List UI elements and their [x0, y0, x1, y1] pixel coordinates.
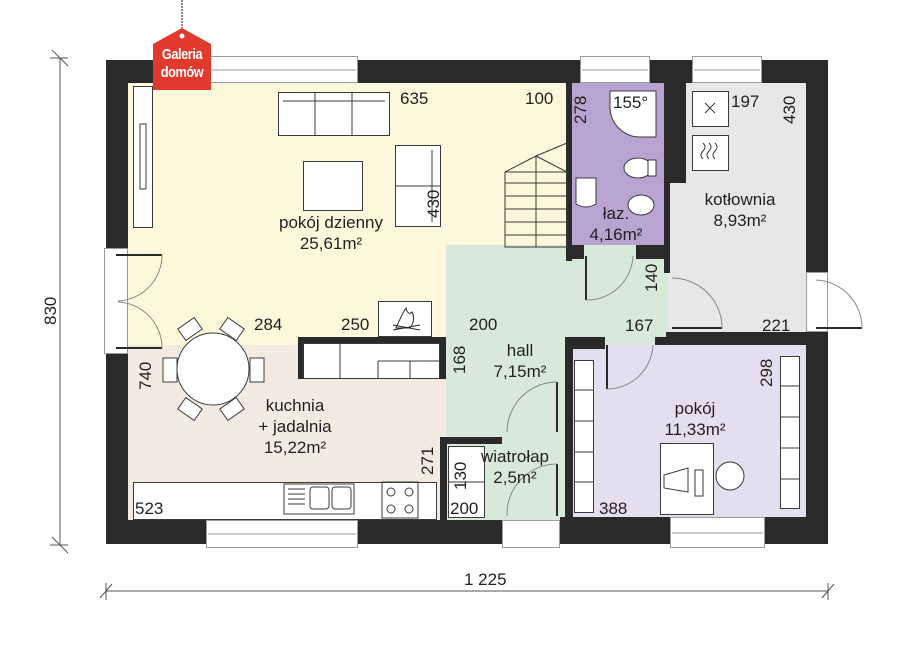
- room-boiler: [668, 83, 806, 340]
- wall-bottom-right2: [560, 517, 670, 544]
- fireplace: [378, 301, 432, 337]
- wall-vest-top: [440, 437, 502, 444]
- wall-bath-right: [664, 83, 686, 183]
- wall-bath-right2: [664, 183, 670, 273]
- wall-bedroom-left: [565, 337, 573, 544]
- label-kitchen-name: kuchnia: [265, 396, 325, 415]
- wall-fireplace: [298, 337, 446, 343]
- dim-kitchen-740: 740: [136, 361, 155, 390]
- dim-kitchen-523: 523: [135, 499, 164, 518]
- door-right-boiler-gap: [806, 272, 828, 332]
- coffee-table: [303, 161, 363, 211]
- dim-room-298: 298: [757, 358, 776, 387]
- room-hall-upper: [506, 245, 576, 345]
- label-kitchen-name2: + jadalnia: [258, 417, 332, 436]
- label-living-name: pokój dzienny: [279, 213, 383, 232]
- wall-bedroom-top-l: [565, 337, 605, 349]
- dim-hall-168: 168: [450, 345, 469, 374]
- dim-total-width: 1 225: [464, 570, 507, 589]
- label-hall-name: hall: [506, 341, 534, 360]
- window-left-door: [104, 248, 128, 354]
- dim-boiler-width: 197: [731, 92, 760, 111]
- wall-vest-bottom: [440, 520, 502, 544]
- label-living-area: 25,61m²: [299, 234, 363, 253]
- dim-living-width: 635: [400, 89, 429, 108]
- boiler-unit-2: [692, 135, 729, 171]
- label-vestibule-area: 2,5m²: [493, 468, 537, 487]
- dim-shower: 155°: [613, 93, 649, 112]
- dim-boiler-221: 221: [762, 316, 791, 335]
- bedroom-wardrobe-left: [574, 360, 594, 513]
- logo-line1: Galeria: [161, 46, 203, 63]
- dim-hall-200: 200: [469, 315, 498, 334]
- dim-stairs: 100: [525, 89, 554, 108]
- dim-hall-167: 167: [625, 316, 654, 335]
- wall-bath-bottom-l: [566, 245, 584, 259]
- wall-bath-left: [566, 83, 572, 261]
- dim-vest-130: 130: [451, 461, 470, 490]
- wall-top-bath: [650, 60, 692, 83]
- dim-bath-depth: 278: [571, 95, 590, 124]
- label-vestibule-name: wiatrołap: [480, 447, 550, 466]
- dim-kitchen-271: 271: [418, 446, 437, 475]
- label-bedroom-area: 11,33m²: [664, 420, 726, 439]
- label-bathroom-name: łaz.: [602, 204, 630, 223]
- label-boiler-name: kotłownia: [704, 190, 776, 209]
- wall-right-upper: [806, 60, 828, 272]
- label-kitchen-area: 15,22m²: [263, 438, 327, 457]
- dim-hall-140: 140: [642, 263, 661, 292]
- dim-living-depth: 430: [424, 189, 443, 218]
- dim-boiler-depth: 430: [780, 95, 799, 124]
- door-entrance-gap: [502, 520, 560, 548]
- wall-left-lower: [106, 354, 128, 544]
- label-boiler-area: 8,93m²: [713, 211, 767, 230]
- wall-vest-left: [440, 437, 447, 544]
- dim-room-388: 388: [599, 499, 628, 518]
- wall-fireplace-r: [440, 337, 446, 379]
- wall-bedroom-top-r: [655, 337, 828, 345]
- galeria-domow-logo[interactable]: Galeria domów: [153, 28, 211, 90]
- tv-cabinet: [133, 86, 153, 228]
- dim-vest-200: 200: [450, 499, 479, 518]
- logo-line2: domów: [160, 64, 204, 81]
- wall-fireplace-l: [298, 337, 303, 379]
- sofa: [278, 92, 390, 136]
- dim-dining-284: 284: [254, 315, 283, 334]
- wall-bottom-right3: [763, 517, 828, 544]
- wall-top-mid: [355, 60, 580, 83]
- wall-left-upper: [106, 60, 128, 248]
- dim-fireplace-250: 250: [341, 315, 370, 334]
- wall-boiler-bottom: [666, 332, 828, 340]
- wall-right-lower: [806, 332, 828, 544]
- wall-bottom-left: [106, 520, 208, 544]
- label-bedroom-name: pokój: [674, 399, 716, 418]
- label-hall-area: 7,15m²: [493, 362, 547, 381]
- label-bathroom-area: 4,16m²: [589, 225, 643, 244]
- wall-bath-bottom-r: [636, 245, 670, 259]
- bedroom-wardrobe-right: [780, 356, 800, 509]
- dim-total-height: 830: [41, 296, 60, 325]
